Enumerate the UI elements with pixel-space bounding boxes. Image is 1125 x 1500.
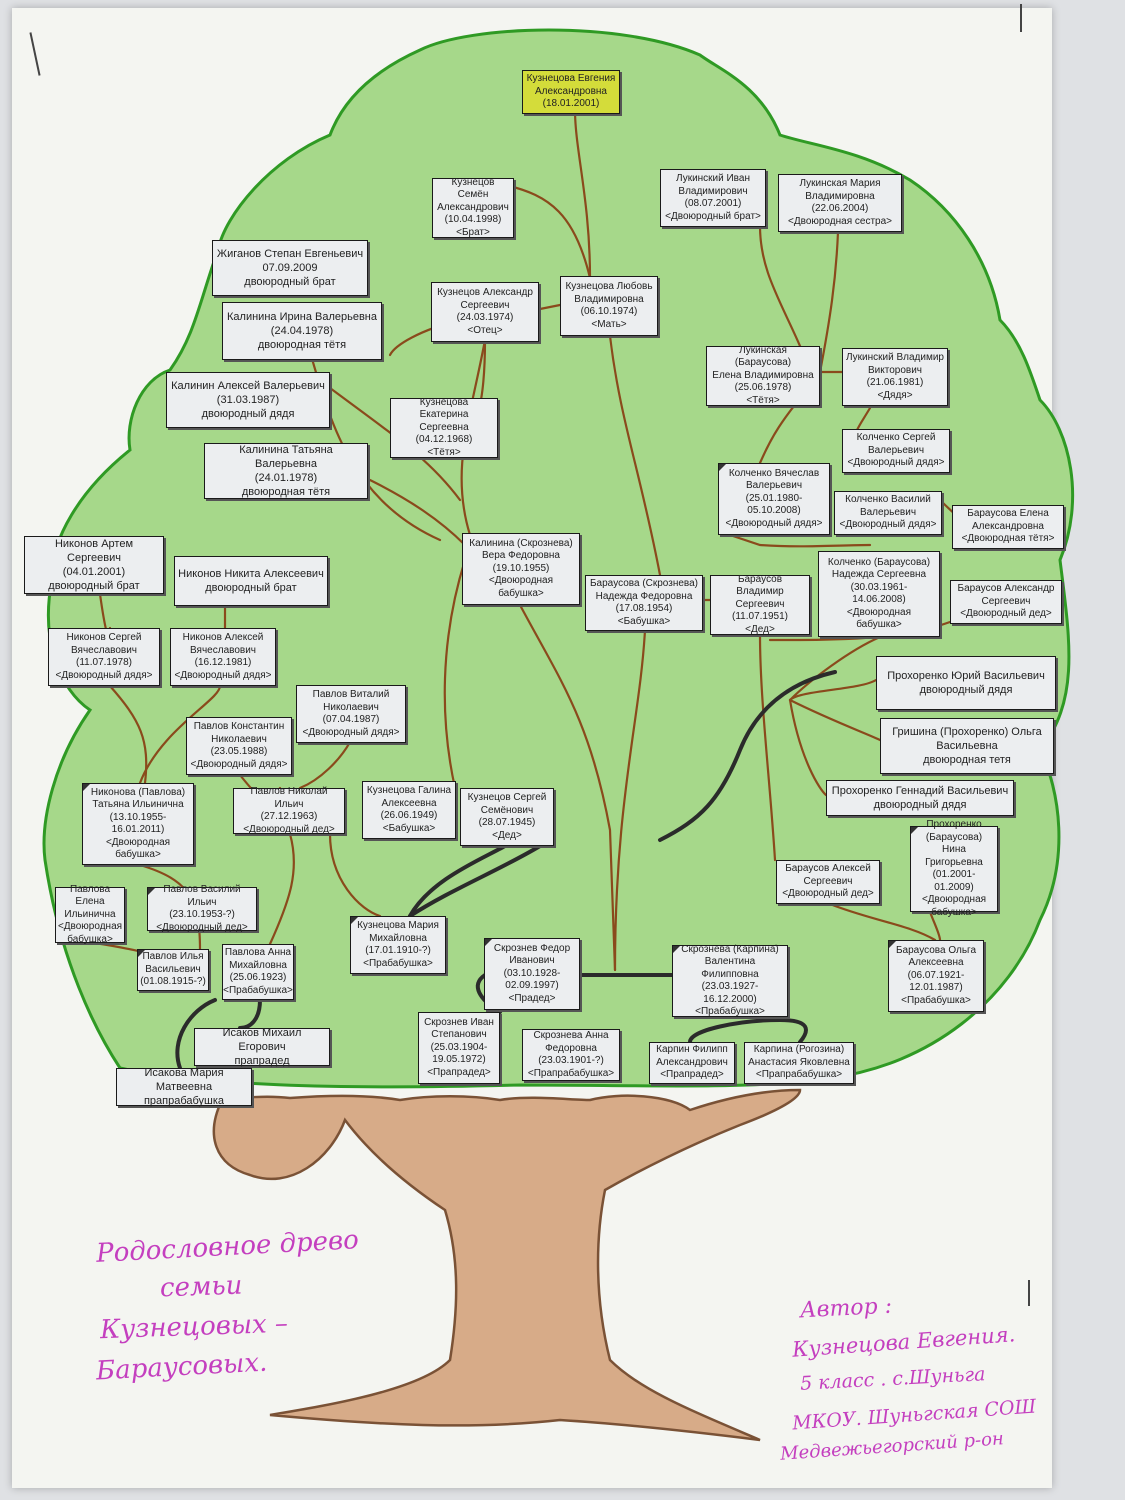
person-card-maria-k: Кузнецова Мария Михайловна (17.01.1910-?… — [350, 916, 446, 974]
person-card-alexandr: Кузнецов Александр Сергеевич (24.03.1974… — [431, 282, 539, 342]
person-card-zhiganov: Жиганов Степан Евгеньевич 07.09.2009 дво… — [212, 240, 368, 296]
person-card-vladimir-b: Барaусов Владимир Сергеевич (11.07.1951)… — [710, 574, 810, 635]
author-line: Автор : — [799, 1293, 893, 1324]
branch-line — [788, 678, 878, 702]
person-card-elena-p: Павлова Елена Ильинична <Двоюродная бабу… — [55, 884, 125, 945]
person-card-anastasia: Карпина (Рогозина) Анастасия Яковлевна <… — [744, 1042, 854, 1084]
person-card-ivan-l: Лукинский Иван Владимирович (08.07.2001)… — [660, 169, 766, 227]
branch-line — [268, 832, 296, 946]
branch-line — [503, 183, 592, 280]
person-card-alexey-k: Калинин Алексей Валерьевич (31.03.1987) … — [166, 372, 330, 428]
person-card-vasiliy-p: Павлов Василий Ильич (23.10.1953-?) <Дво… — [147, 884, 257, 933]
person-card-yuriy: Прохоренко Юрий Васильевич двоюродный дя… — [876, 656, 1056, 710]
person-card-alexey-n: Никонов Алексей Вячеславович (16.12.1981… — [170, 628, 276, 686]
branch-line — [533, 303, 562, 312]
person-card-ilya: Павлов Илья Васильевич (01.08.1915-?) — [137, 949, 209, 991]
person-card-ivan-s: Скрознев Иван Степанович (25.03.1904- 19… — [418, 1012, 500, 1084]
branch-line — [788, 635, 882, 702]
branch-line — [443, 558, 467, 790]
person-card-irina-k: Калинина Ирина Валерьевна (24.04.1978) д… — [222, 302, 382, 360]
person-card-grishina: Гришина (Прохоренко) Ольга Васильевна дв… — [880, 718, 1054, 774]
person-card-nikita: Никонов Никита Алексеевич двоюродный бра… — [174, 556, 328, 606]
person-card-maria-l: Лукинская Мария Владимировна (22.06.2004… — [778, 174, 902, 232]
person-card-anna-s: Скрознева Анна Федоровна (23.03.1901-?) … — [522, 1029, 620, 1081]
person-card-nina: Прохоренко (Барaусова) Нина Григорьевна … — [910, 819, 998, 918]
person-card-nikolay: Павлов Николай Ильич (27.12.1963) <Двоюр… — [233, 786, 345, 835]
person-card-isakova: Исакова Мария Матвеевна прапрабабушка — [116, 1067, 252, 1107]
branch-line — [298, 740, 352, 790]
person-card-sergey-k: Кузнецов Сергей Семёнович (28.07.1945) <… — [460, 788, 554, 846]
person-card-elena-b: Барaусова Елена Александровна <Двоюродна… — [952, 505, 1064, 549]
person-card-elena-l: Лукинская (Барaусова) Елена Владимировна… — [706, 345, 820, 406]
person-card-vera: Калинина (Скрознева) Вера Федоровна (19.… — [462, 533, 580, 605]
person-card-sergey-kol: Колченко Сергей Валерьевич <Двоюродный д… — [842, 429, 950, 473]
branch-line — [788, 698, 828, 797]
person-card-galina: Кузнецова Галина Алексеевна (26.06.1949)… — [362, 781, 456, 839]
person-card-vyacheslav: Колченко Вячеслав Валерьевич (25.01.1980… — [718, 463, 830, 535]
branch-line — [758, 224, 802, 348]
person-card-tatiana-n: Никонова (Павлова) Татьяна Ильинична (13… — [82, 783, 194, 865]
branch-line — [613, 628, 647, 972]
branch-line-dark — [238, 998, 262, 1030]
person-card-nadezhda-kol: Колченко (Барaусова) Надежда Сергеевна (… — [818, 551, 940, 637]
person-card-alexey-b: Барaусов Алексей Сергеевич <Двоюродный д… — [776, 860, 880, 904]
tree-trunk — [212, 1088, 802, 1442]
branch-line-dark — [408, 844, 507, 918]
person-card-filipp: Карпин Филипп Александрович <Прапрадед> — [649, 1042, 735, 1084]
branch-line — [368, 478, 467, 547]
branch-line — [328, 832, 382, 918]
person-card-ekaterina: Кузнецова Екатерина Сергеевна (04.12.196… — [390, 397, 498, 458]
branch-line — [828, 902, 937, 942]
person-card-nadezhda-b: Барaусова (Скрознева) Надежда Федоровна … — [585, 575, 703, 631]
caption-line: семьи — [159, 1270, 243, 1304]
person-card-olga-b: Барaусова Ольга Алексеевна (06.07.1921- … — [888, 940, 984, 1012]
person-card-semen: Кузнецов Семён Александрович (10.04.1998… — [432, 177, 514, 238]
person-card-artem: Никонов Артем Сергеевич (04.01.2001) дво… — [24, 536, 164, 594]
person-card-anna-p: Павлова Анна Михайловна (25.06.1923) <Пр… — [222, 944, 294, 1000]
branch-line — [728, 533, 872, 548]
branch-line-dark — [408, 844, 542, 918]
person-card-alexandr-b: Барaусов Александр Сергеевич <Двоюродный… — [950, 580, 1062, 624]
branch-line — [788, 698, 882, 742]
branch-line-dark — [658, 670, 837, 842]
branch-line — [573, 108, 592, 280]
person-card-vasiliy-kol: Колченко Василий Валерьевич <Двоюродный … — [834, 491, 942, 535]
person-card-fedor: Скрознев Федор Иванович (03.10.1928- 02.… — [484, 938, 580, 1010]
person-card-sergey-n: Никонов Сергей Вячеславович (11.07.1978)… — [48, 628, 160, 686]
branch-line — [758, 633, 777, 862]
person-card-konstantin: Павлов Константин Николаевич (23.05.1988… — [186, 717, 292, 775]
person-card-gennadiy: Прохоренко Геннадий Васильевич двоюродны… — [826, 780, 1014, 816]
branch-line-dark — [175, 998, 217, 1070]
branch-line — [608, 334, 662, 577]
pin-top-right — [1020, 4, 1022, 32]
person-card-vitaliy: Павлов Виталий Николаевич (07.04.1987) <… — [296, 685, 406, 743]
branch-line — [928, 910, 942, 942]
person-card-evgeniya: Кузнецова Евгения Александровна (18.01.2… — [522, 70, 620, 114]
person-card-isakov: Исаков Михаил Егорович прапрадед — [194, 1027, 330, 1067]
person-card-lubov: Кузнецова Любовь Владимировна (06.10.197… — [560, 276, 658, 336]
pin-bottom-right — [1028, 1280, 1030, 1306]
branch-line — [818, 230, 840, 374]
person-card-vladimir-l: Лукинский Владимир Викторович (21.06.198… — [842, 348, 948, 406]
person-card-tatiana-k: Калинина Татьяна Валерьевна (24.01.1978)… — [204, 443, 368, 499]
branch-line-dark — [688, 1017, 808, 1044]
person-card-valentina: Скрознева (Карпина) Валентина Филипповна… — [672, 944, 788, 1017]
branch-line — [518, 603, 617, 972]
